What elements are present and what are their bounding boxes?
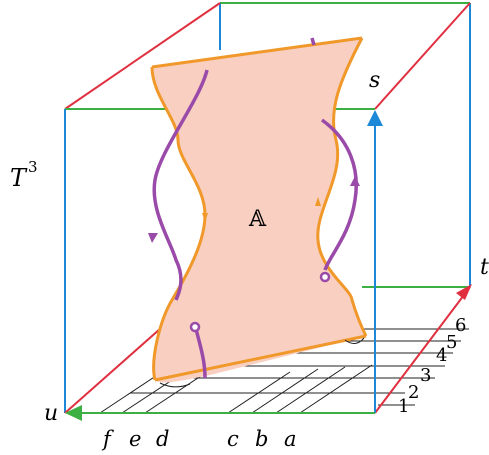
annulus-top-edge	[151, 36, 363, 69]
left-purple-arrow	[148, 233, 158, 243]
letter-d: d	[156, 427, 169, 451]
u-label: u	[44, 401, 58, 426]
number-labels: 1 2 3 4 5 6	[398, 315, 466, 417]
right-purple-curve	[310, 37, 358, 271]
number-2: 2	[408, 382, 419, 403]
number-6: 6	[455, 315, 466, 336]
annulus-surface	[152, 38, 366, 383]
t-label: t	[480, 255, 489, 280]
annulus-right-arrow	[315, 197, 321, 206]
lower-purple-curve	[194, 328, 207, 379]
right-puncture-marker	[319, 271, 331, 283]
annulus-label: 𝔸	[248, 207, 267, 232]
letter-c: c	[227, 427, 239, 451]
letter-f: f	[101, 427, 114, 451]
letter-labels: f e d c b a	[101, 427, 297, 451]
left-puncture-marker	[189, 321, 201, 333]
torus-exponent: 3	[28, 158, 38, 176]
u-arrow-head	[65, 405, 82, 421]
number-5: 5	[446, 332, 457, 353]
number-4: 4	[436, 345, 447, 366]
cube-top-right-diagonal	[374, 2, 471, 110]
letter-b: b	[255, 427, 268, 451]
right-purple-arrow	[350, 176, 360, 186]
t-arrow-head	[456, 284, 472, 300]
base-right-arrow	[344, 337, 365, 344]
letter-a: a	[284, 427, 297, 451]
base-left-arrow	[159, 382, 191, 388]
s-label: s	[369, 68, 380, 93]
s-arrow-head	[367, 110, 383, 126]
bottom-grid	[99, 328, 469, 414]
number-1: 1	[398, 396, 409, 417]
letter-e: e	[129, 427, 141, 451]
left-purple-curve	[152, 69, 209, 301]
number-3: 3	[420, 365, 431, 386]
torus-label: T	[10, 164, 28, 192]
annulus-left-arrow	[202, 213, 208, 222]
cube-bottom-right-diagonal	[374, 286, 471, 414]
cube-top-left-diagonal	[64, 2, 221, 110]
annulus-right-boundary	[316, 37, 368, 337]
annulus-bottom-edge	[154, 334, 367, 382]
